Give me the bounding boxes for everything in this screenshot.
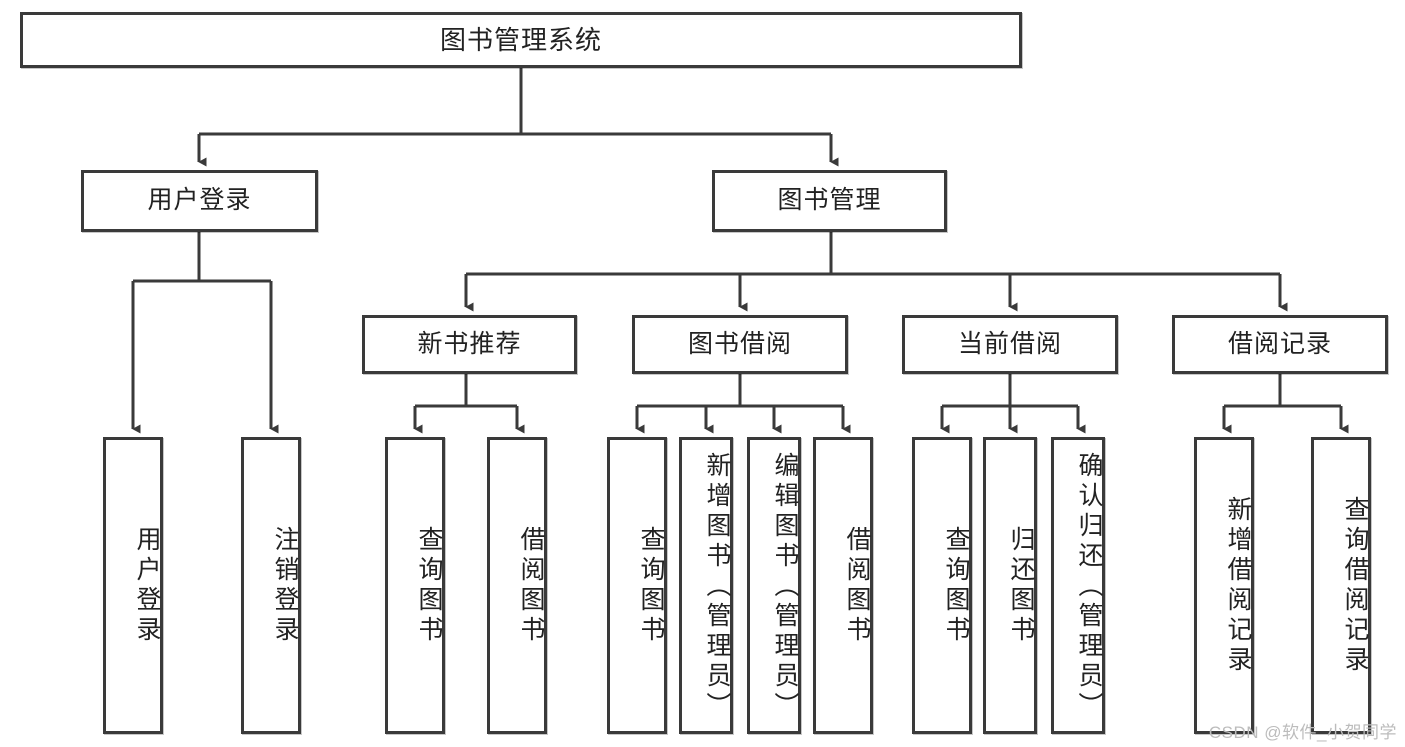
- node-label: 当前借阅: [957, 329, 1062, 358]
- leaf-book-borrow-borrow-book[interactable]: 借阅图书: [813, 437, 873, 734]
- leaf-user-login-logout[interactable]: 注销登录: [241, 437, 301, 734]
- node-label: 新书推荐: [417, 329, 522, 358]
- node-label: 用户登录: [147, 186, 252, 215]
- node-label: 用户登录: [133, 525, 161, 646]
- node-label: 新增图书（管理员）: [703, 452, 731, 722]
- node-label: 查询图书: [942, 525, 970, 646]
- node-label: 归还图书: [1007, 525, 1035, 646]
- node-book-borrowing[interactable]: 图书借阅: [632, 315, 848, 374]
- node-label: 查询图书: [415, 525, 443, 646]
- node-current-borrowing[interactable]: 当前借阅: [902, 315, 1118, 374]
- leaf-current-borrow-confirm-return-admin[interactable]: 确认归还（管理员）: [1051, 437, 1105, 734]
- leaf-user-login-login[interactable]: 用户登录: [103, 437, 163, 734]
- node-label: 查询图书: [637, 525, 665, 646]
- node-label: 编辑图书（管理员）: [771, 452, 799, 722]
- node-book-management[interactable]: 图书管理: [712, 170, 947, 232]
- watermark-credit: CSDN @软件_小贺同学: [1208, 723, 1397, 742]
- node-label: 新增借阅记录: [1224, 495, 1252, 676]
- node-new-book-recommendation[interactable]: 新书推荐: [362, 315, 577, 374]
- node-label: 确认归还（管理员）: [1075, 452, 1103, 722]
- leaf-new-book-borrow-book[interactable]: 借阅图书: [487, 437, 547, 734]
- node-label: 借阅记录: [1227, 329, 1332, 358]
- leaf-current-borrow-return-book[interactable]: 归还图书: [983, 437, 1037, 734]
- leaf-current-borrow-query-book[interactable]: 查询图书: [912, 437, 972, 734]
- node-label: 借阅图书: [843, 525, 871, 646]
- leaf-borrow-record-add-record[interactable]: 新增借阅记录: [1194, 437, 1254, 734]
- leaf-book-borrow-add-book-admin[interactable]: 新增图书（管理员）: [679, 437, 733, 734]
- node-label: 查询借阅记录: [1341, 495, 1369, 676]
- node-user-login[interactable]: 用户登录: [81, 170, 318, 232]
- leaf-book-borrow-query-book[interactable]: 查询图书: [607, 437, 667, 734]
- node-label: 图书借阅: [687, 329, 792, 358]
- node-label: 借阅图书: [517, 525, 545, 646]
- leaf-new-book-query-book[interactable]: 查询图书: [385, 437, 445, 734]
- node-label: 注销登录: [271, 525, 299, 646]
- node-borrowing-record[interactable]: 借阅记录: [1172, 315, 1388, 374]
- node-root-library-management-system[interactable]: 图书管理系统: [20, 12, 1022, 68]
- node-label: 图书管理: [777, 186, 882, 215]
- node-label: 图书管理系统: [439, 24, 602, 55]
- leaf-borrow-record-query-record[interactable]: 查询借阅记录: [1311, 437, 1371, 734]
- leaf-book-borrow-edit-book-admin[interactable]: 编辑图书（管理员）: [747, 437, 801, 734]
